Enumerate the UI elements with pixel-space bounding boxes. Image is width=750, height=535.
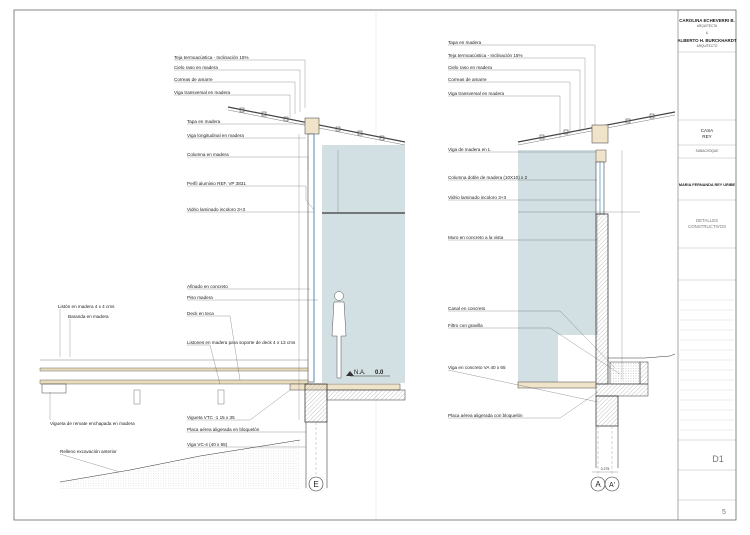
label-e-8: Vidrio laminado incoloro 3+3 xyxy=(187,207,245,212)
terrain-a xyxy=(608,353,676,359)
glass-enclosure-e xyxy=(322,145,405,383)
label-e-9: Afinado en concreto xyxy=(187,284,228,289)
annotation-texts-e: Teja termoacústica - Inclinación 15% Cie… xyxy=(50,55,296,454)
axis-offset-dim: 0.275 xyxy=(601,467,610,471)
revision-lines xyxy=(680,299,734,431)
label-e-16: Vigueta VTC -1 15 x 35 xyxy=(187,415,235,420)
label-e-0: Teja termoacústica - Inclinación 15% xyxy=(174,55,249,60)
label-e-14: Listones en madera para soporte de deck … xyxy=(187,340,296,345)
title-block: CAROLINA ECHEVERRI B. ARQUITECTA & ALBER… xyxy=(677,18,737,516)
label-e-5: Viga longitudinal en madera xyxy=(187,133,244,138)
sheet-border xyxy=(13,9,737,521)
label-e-13: Deck en teca xyxy=(187,311,214,316)
label-e-12: Baranda en madera xyxy=(68,314,109,319)
deck-support-2-e xyxy=(217,389,225,405)
level-label-e: N.A. xyxy=(354,370,366,376)
label-e-7: Perfil aluminio REF. VP 3831 xyxy=(187,181,246,186)
page-number: 5 xyxy=(722,509,726,516)
label-a-10: Filtro con gravilla xyxy=(448,323,483,328)
annotations-e xyxy=(49,59,318,473)
interior-step-a xyxy=(558,335,598,382)
label-e-7-line: Perfil aluminio REF. VP 3831 xyxy=(187,181,246,186)
concrete-wall-a xyxy=(595,213,609,385)
gutter-wall-a xyxy=(639,361,649,385)
ampersand: & xyxy=(706,31,709,35)
concrete-beam-vc4 xyxy=(304,383,328,423)
railing-top-e xyxy=(39,367,309,372)
label-a-11: Viga en concreto VA 40 x 65 xyxy=(448,365,506,370)
label-e-2: Correas de amarre xyxy=(174,77,213,82)
label-a-0: Tapa en madera xyxy=(448,40,482,45)
label-a-1: Teja termoacústica - Inclinación 15% xyxy=(448,53,523,58)
project-location: SUBACHOQUE xyxy=(696,149,719,153)
project-line-1: CASA xyxy=(701,128,714,133)
label-a-6: Columna doble de madera (10X10) x 2 xyxy=(448,175,528,180)
firm-1-name: CAROLINA ECHEVERRI B. xyxy=(679,18,734,23)
ridge-beam-e xyxy=(304,117,320,135)
l-beam-a xyxy=(595,149,607,163)
label-a-2: Cielo raso en madera xyxy=(448,65,492,70)
label-e-10: Piso madera xyxy=(187,295,213,300)
axis-label-e: E xyxy=(313,480,318,489)
label-e-19: Relleno excavación anterior xyxy=(60,449,117,454)
annotations-a xyxy=(447,44,621,419)
sheet-title-1: DETALLES xyxy=(696,218,718,223)
level-value-e: 0.0 xyxy=(375,370,384,376)
project-line-2: REY xyxy=(702,134,711,139)
label-a-12: Placa aérea aligerada con bloquelón xyxy=(448,413,523,418)
label-a-9: Canal en concreto xyxy=(448,306,486,311)
human-figure xyxy=(331,291,347,379)
axis-label-a: A xyxy=(595,480,601,489)
slab-a xyxy=(595,383,649,397)
label-e-1: Cielo raso en madera xyxy=(174,65,218,70)
axis-bubble-e xyxy=(308,476,324,492)
level-marker-e: N.A. 0.0 xyxy=(346,370,390,377)
firm-2-role: ARQUITECTO xyxy=(697,44,718,48)
ground-fill-e xyxy=(60,440,300,490)
deck-support-1-e xyxy=(133,389,141,405)
label-a-7: Vidrio laminado incoloro 3+3 xyxy=(448,195,506,200)
project-owner: MARIA FERNANDA REY URIBE xyxy=(679,183,736,187)
label-e-4: Tapa en madera xyxy=(187,119,221,124)
floor-a xyxy=(517,381,597,389)
section-e: N.A. 0.0 E xyxy=(39,55,406,492)
sheet-code: D1 xyxy=(712,454,724,464)
label-e-15: Vigueta de remate enchapada en madera xyxy=(50,421,135,426)
label-e-11: Listón en madera 4 x 4 cms xyxy=(58,304,115,309)
label-e-3: Viga transversal en madera xyxy=(174,90,231,95)
label-a-5: Viga de madera en L xyxy=(448,147,491,152)
ridge-beam-a xyxy=(591,124,609,144)
label-e-6: Columna en madera xyxy=(187,152,229,157)
axis-label-a2: A' xyxy=(609,482,615,489)
label-a-3: Correas de amarre xyxy=(448,77,487,82)
roof-purlins-a xyxy=(539,113,655,140)
wood-column-e xyxy=(307,133,315,383)
concrete-beam-va xyxy=(595,395,619,427)
roof-purlins-e xyxy=(239,107,385,141)
firm-1-role: ARQUITECTA xyxy=(697,24,718,28)
label-a-4: Viga transversal en madera xyxy=(448,91,505,96)
edge-joist-e xyxy=(41,383,67,394)
deck-e xyxy=(39,379,309,385)
annotation-texts-a: Tapa en madera Teja termoacústica - Incl… xyxy=(448,40,528,418)
sheet-title-2: CONSTRUCTIVOS xyxy=(688,224,726,229)
gravel-filter-a xyxy=(609,361,641,385)
slab-e xyxy=(326,389,406,401)
label-e-17: Placa aérea aligerada en bloquelón xyxy=(187,427,260,432)
axis-bubble-a2 xyxy=(604,476,620,492)
firm-2-name: ALBERTO H. BURCKHARDT xyxy=(677,38,737,43)
label-e-18: Viga VC-4 (40 x 65) xyxy=(187,442,228,447)
section-a: 0.275 A A' Tapa en madera Teja termoacús… xyxy=(447,40,676,492)
label-a-8: Muro en concreto a la vista xyxy=(448,235,504,240)
